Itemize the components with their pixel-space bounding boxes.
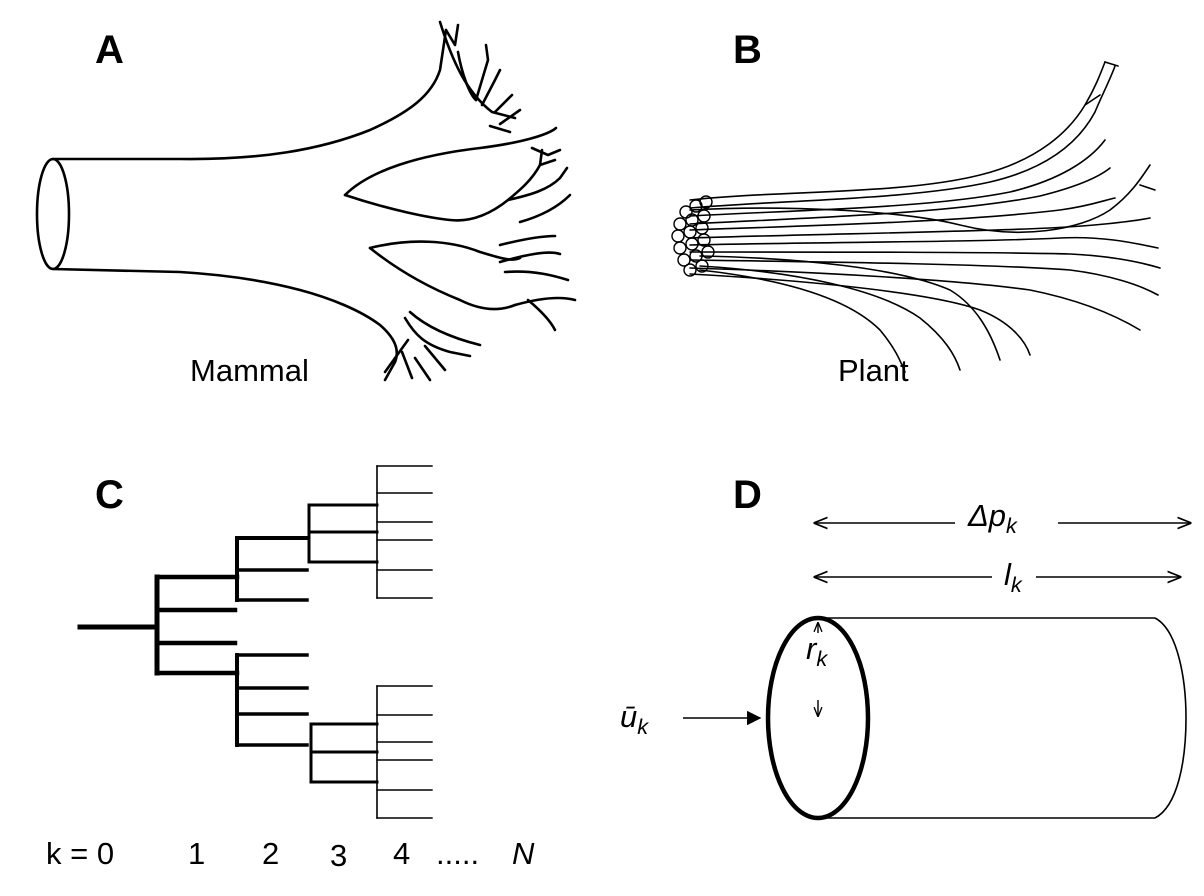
length-sub: k: [1010, 572, 1022, 598]
pressure-drop-label: Δpk: [968, 500, 1017, 537]
level-start: k = 0: [46, 836, 115, 871]
pressure-sub: k: [1006, 513, 1017, 539]
caption-mammal: Mammal: [190, 353, 309, 388]
velocity-sub: k: [637, 714, 649, 740]
branching-tree: [77, 465, 433, 819]
panel-letter-d: D: [733, 473, 762, 517]
length-label: lk: [1004, 559, 1022, 596]
fibre-ends: [671, 195, 715, 277]
caption-plant: Plant: [838, 353, 909, 388]
panel-letter-b: B: [733, 28, 762, 72]
cylinder-far-end: [1154, 617, 1187, 819]
mammal-vessel: [35, 20, 577, 382]
pressure-symbol: Δp: [968, 498, 1007, 533]
cylinder-near-end: [765, 615, 871, 821]
tube-segment: [765, 615, 1187, 821]
velocity-label: ūk: [620, 701, 648, 738]
radius-symbol: r: [806, 631, 817, 666]
panel-letter-a: A: [95, 28, 124, 72]
plant-fibres: [671, 61, 1161, 373]
radius-sub: k: [816, 646, 828, 672]
level-tick-4: 4: [393, 836, 411, 871]
vessel-opening: [35, 157, 71, 271]
level-label-k0: k = 0: [46, 838, 114, 869]
velocity-symbol: ū: [620, 699, 638, 734]
panel-letter-c: C: [95, 473, 124, 517]
level-tick-2: 2: [262, 836, 280, 871]
level-tick-3: 3: [330, 838, 348, 873]
level-dots: .....: [436, 836, 480, 871]
radius-label: rk: [806, 633, 827, 670]
length-symbol: l: [1004, 557, 1011, 592]
level-end-n: N: [512, 836, 535, 871]
dimension-arrows: [683, 523, 1190, 726]
level-tick-1: 1: [188, 836, 206, 871]
